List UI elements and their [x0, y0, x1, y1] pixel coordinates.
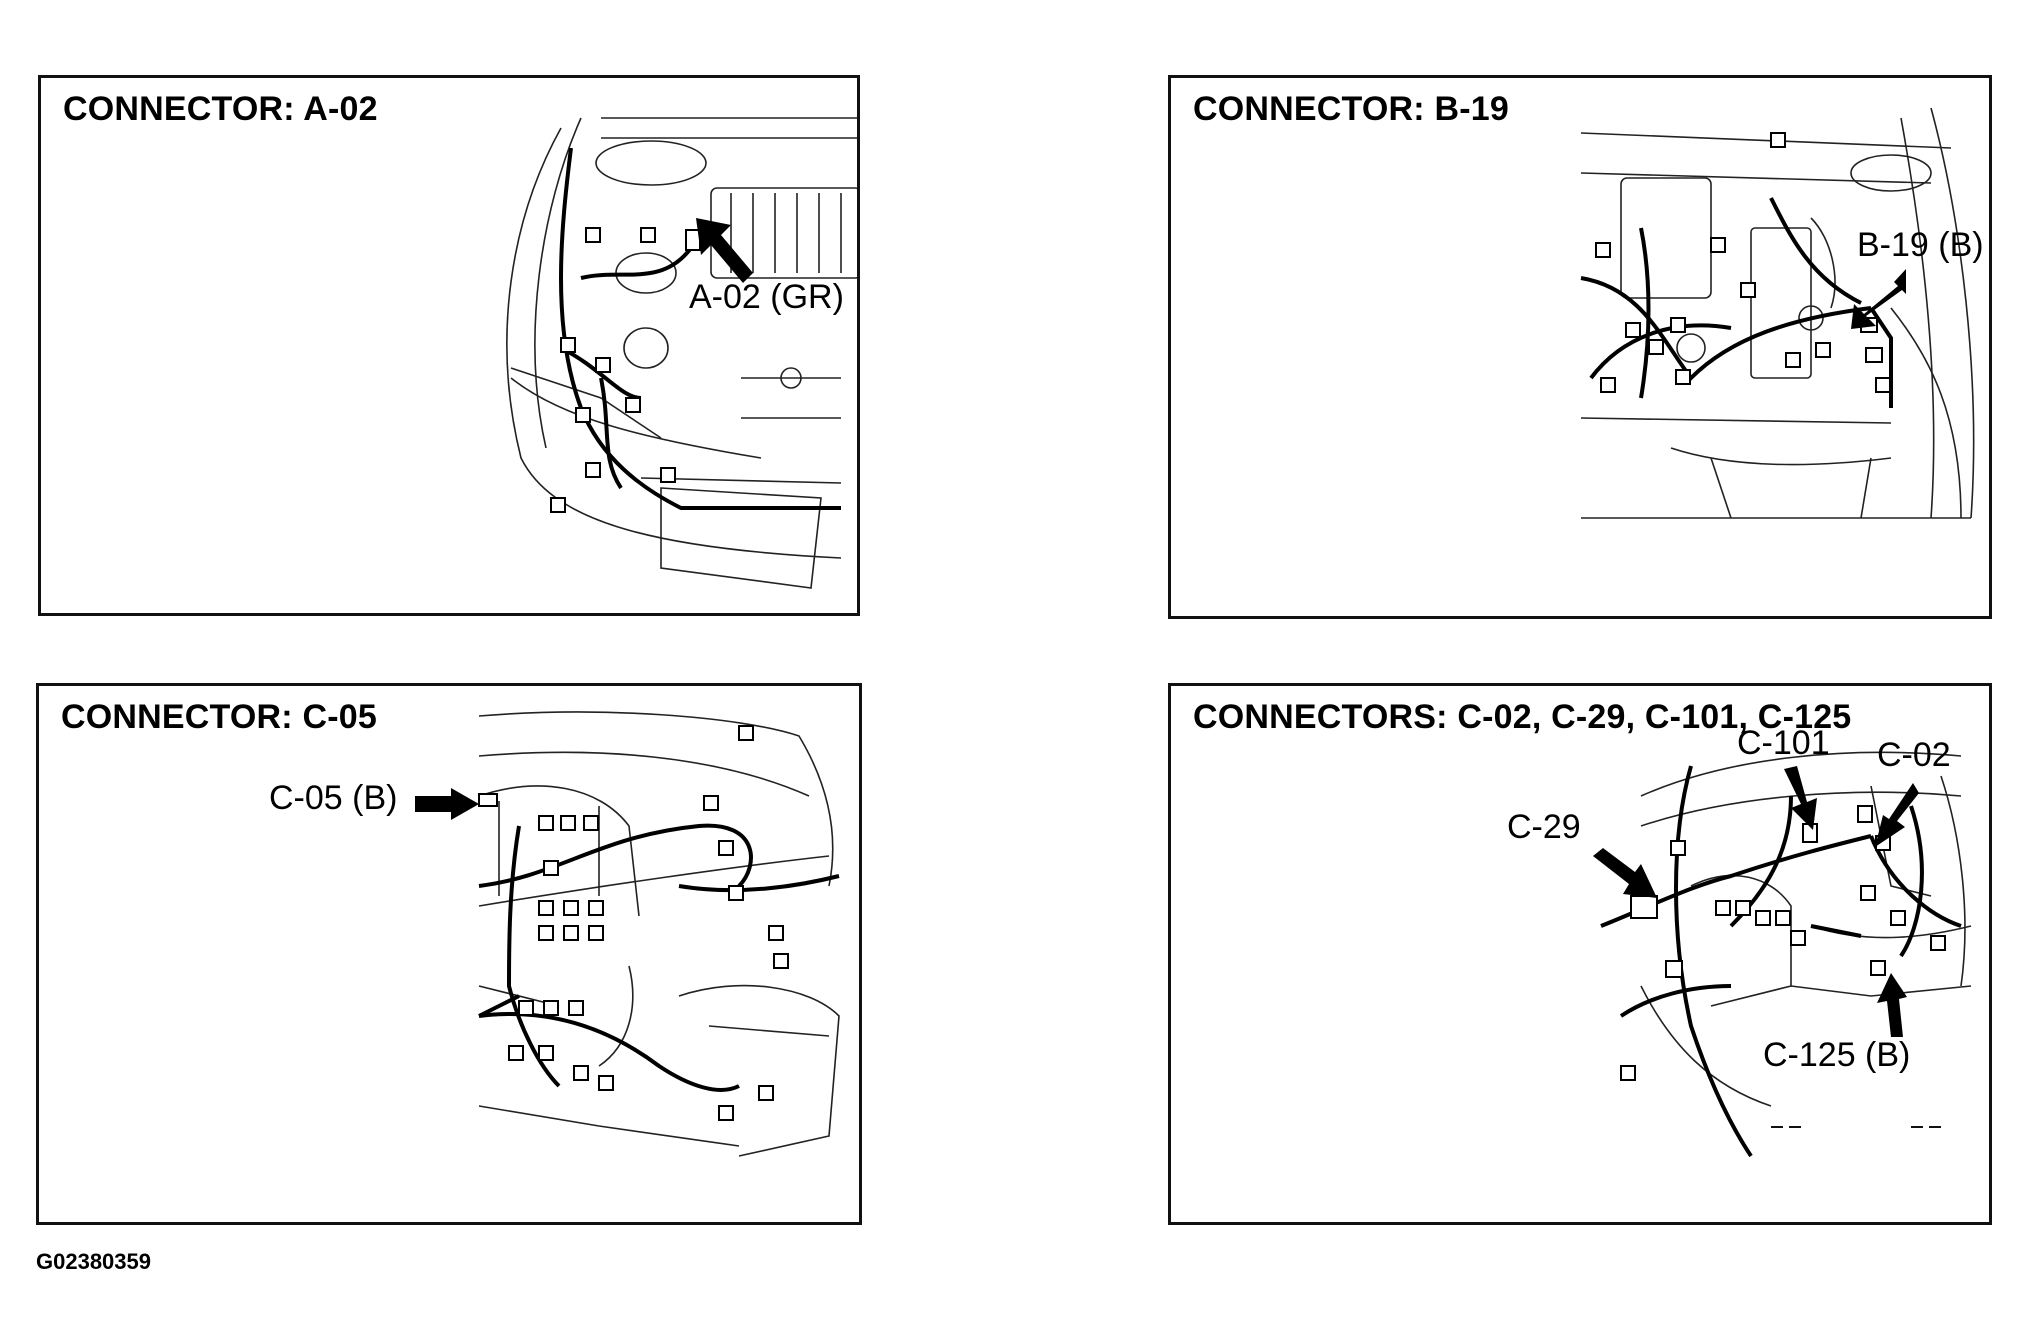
panel-title: CONNECTOR: B-19 — [1193, 90, 1509, 128]
arrow-c-125 — [1877, 973, 1907, 1037]
callout-a-02: A-02 (GR) — [689, 278, 844, 316]
callout-c-29: C-29 — [1507, 808, 1581, 846]
callout-c-125: C-125 (B) — [1763, 1036, 1911, 1074]
dashboard-illustration — [478, 711, 840, 1157]
figure-code: G02380359 — [36, 1249, 151, 1274]
callout-b-19: B-19 (B) — [1857, 226, 1984, 264]
dashboard-illustration — [1600, 751, 1972, 1158]
callout-c-05: C-05 (B) — [269, 779, 398, 817]
arrow-c-29 — [1593, 848, 1657, 898]
arrow-b-19 — [1851, 269, 1906, 329]
panel-title: CONNECTORS: C-02, C-29, C-101, C-125 — [1193, 698, 1852, 736]
panel-title: CONNECTOR: A-02 — [63, 90, 378, 128]
panel-title: CONNECTOR: C-05 — [61, 698, 377, 736]
panel-connector-c-05: CONNECTOR: C-05 — [36, 683, 862, 1225]
callout-c-101: C-101 — [1737, 724, 1830, 762]
engine-bay-illustration — [1580, 107, 1975, 519]
panel-connector-b-19: CONNECTOR: B-19 — [1168, 75, 1992, 619]
arrow-c-101 — [1784, 766, 1817, 830]
panel-connector-a-02: CONNECTOR: A-02 — [38, 75, 860, 616]
arrow-c-05 — [415, 788, 479, 820]
callout-c-02: C-02 — [1877, 736, 1951, 774]
arrow-c-02 — [1875, 783, 1919, 847]
engine-bay-illustration — [506, 117, 857, 589]
arrow-a-02 — [696, 218, 753, 283]
panel-connectors-c-02-c-29-c-101-c-125: CONNECTORS: C-02, C-29, C-101, C-125 — [1168, 683, 1992, 1225]
